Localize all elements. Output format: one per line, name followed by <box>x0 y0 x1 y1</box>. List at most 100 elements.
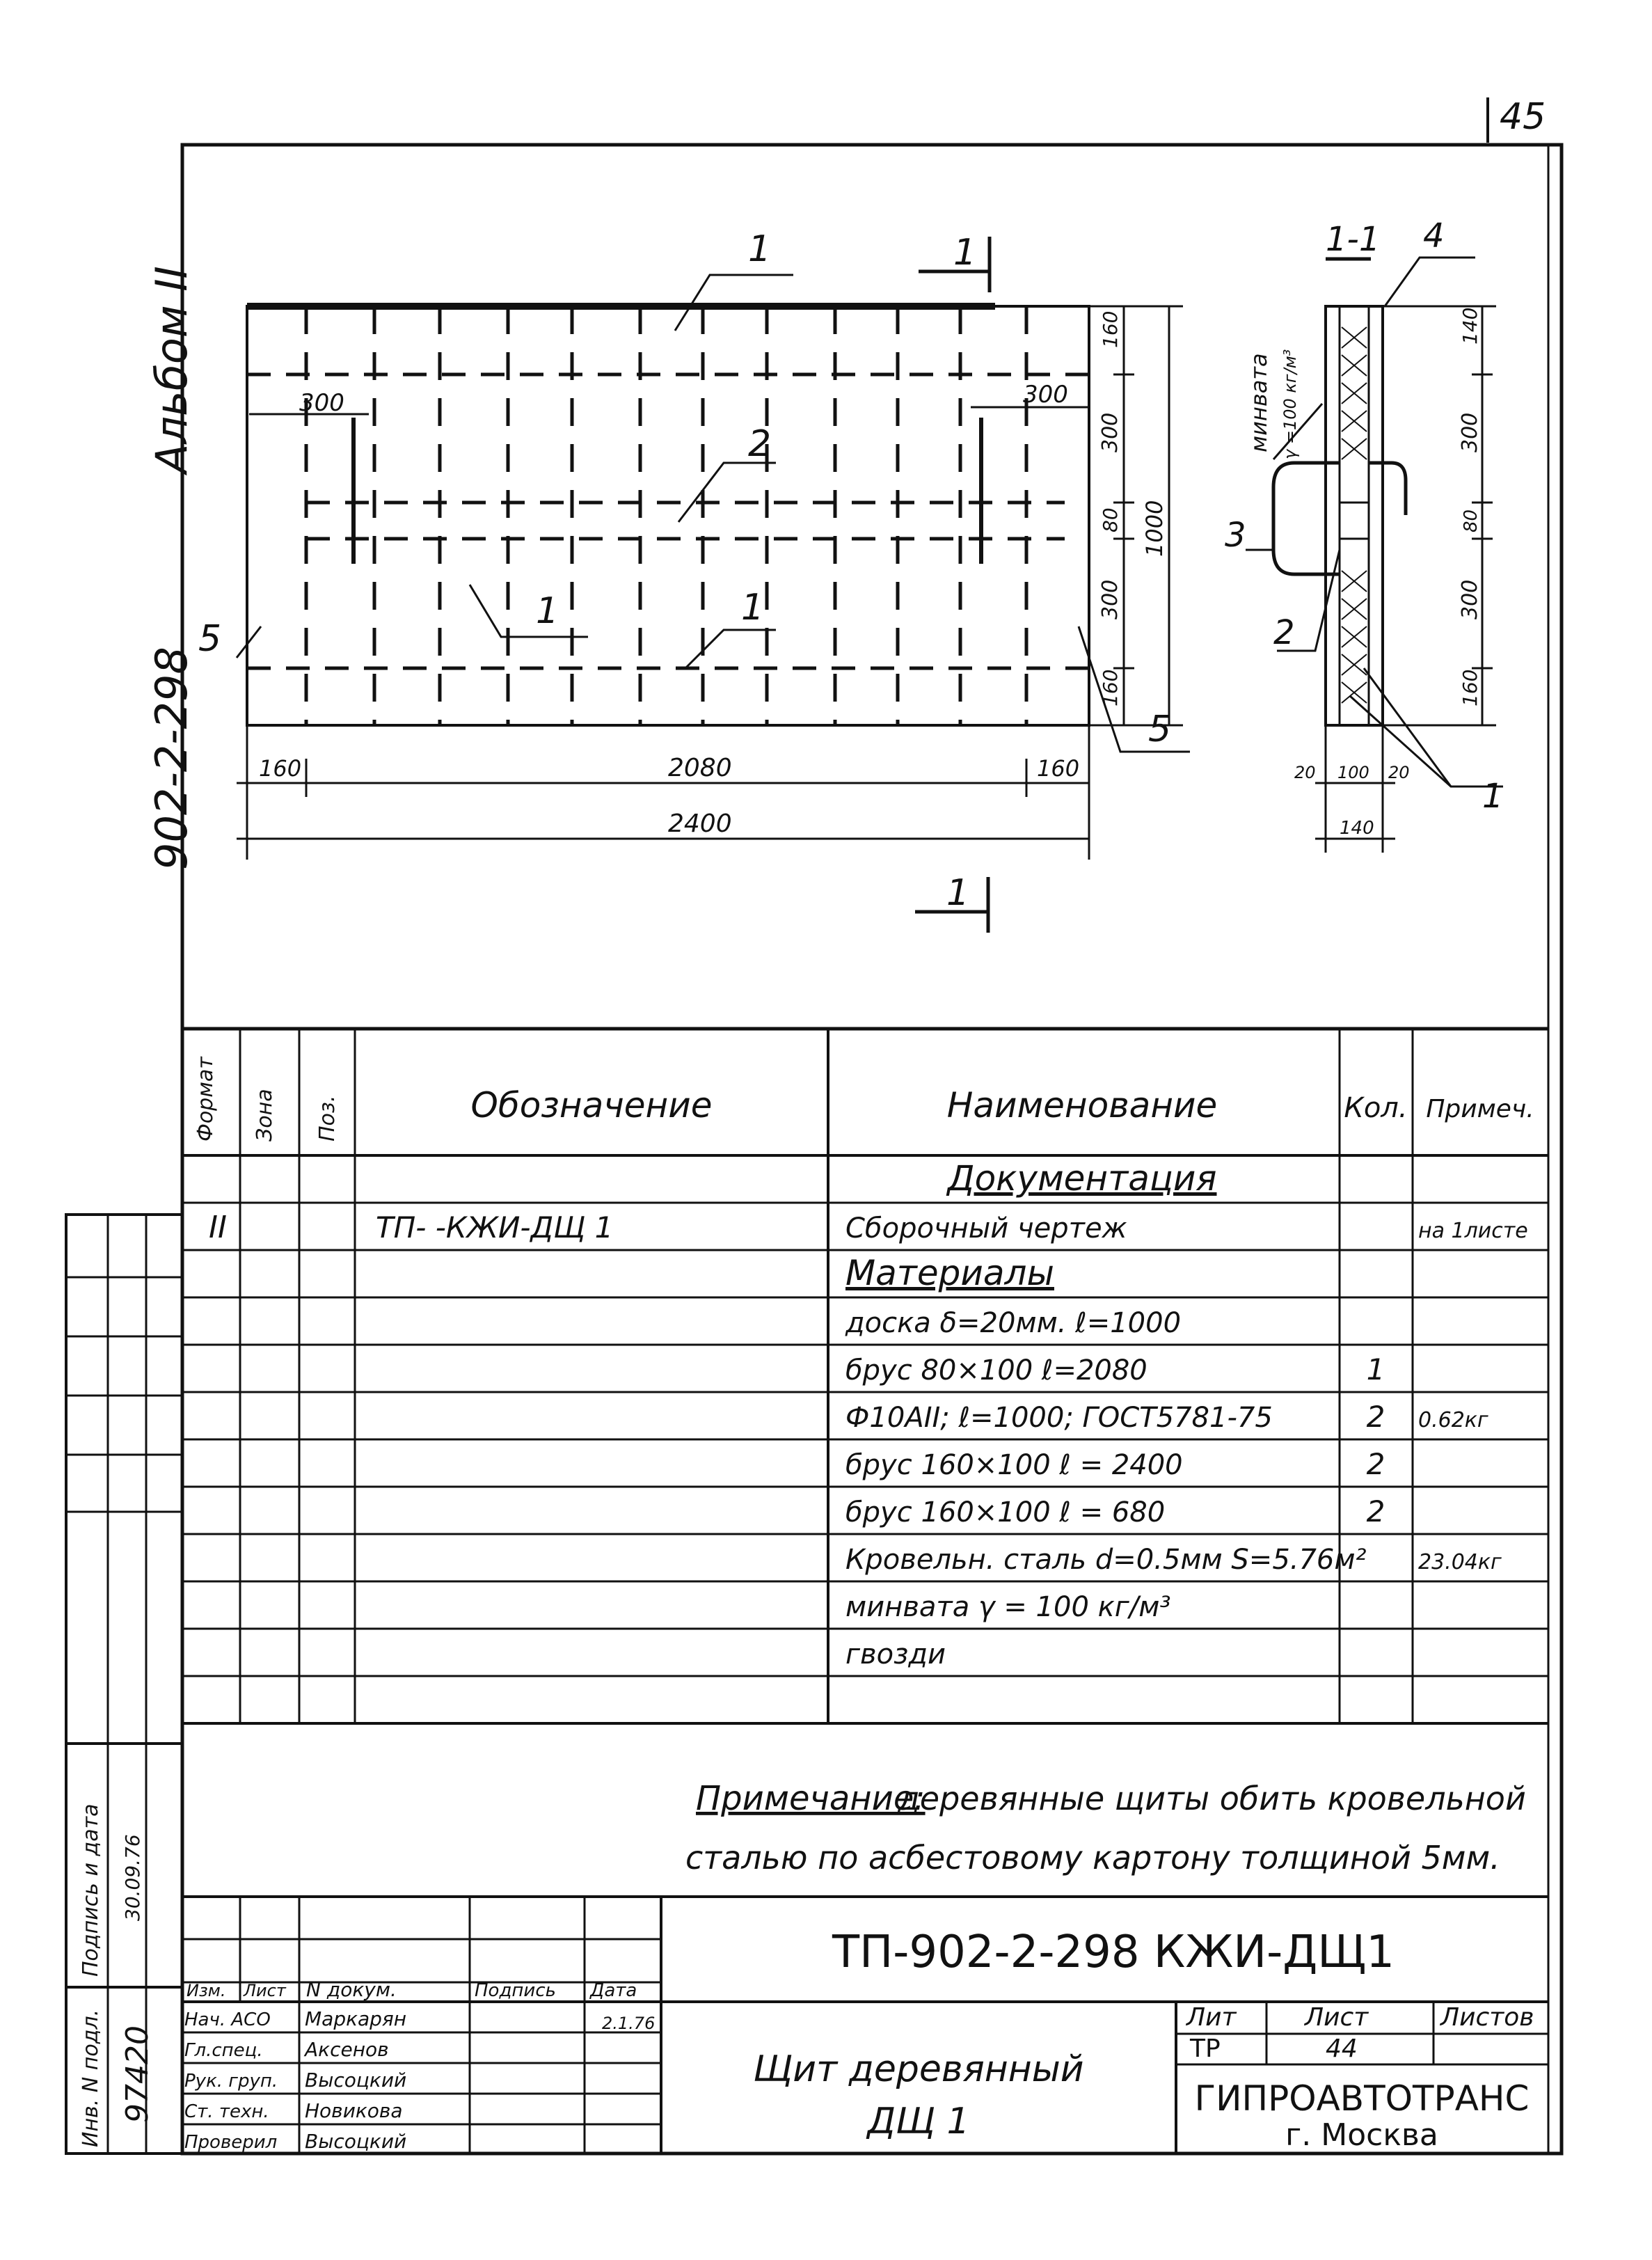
dim-300-upper: 300 <box>1098 413 1122 452</box>
dim-160-top: 160 <box>1099 311 1122 348</box>
sign-date: 2.1.76 <box>602 2014 655 2033</box>
sheets-label: Листов <box>1439 2003 1534 2032</box>
dim-160-left: 160 <box>259 755 301 782</box>
organization: ГИПРОАВТОТРАНС <box>1195 2078 1530 2119</box>
row-qty: 2 <box>1367 1400 1385 1434</box>
sign-date-value: 30.09.76 <box>121 1834 144 1921</box>
hdr-izm: Изм. <box>186 1981 225 2000</box>
role-title: Ст. техн. <box>184 2101 269 2122</box>
leader-label-5-right: 5 <box>1148 709 1171 750</box>
row-name: гвозди <box>845 1638 946 1670</box>
project-code-side: 902-2-298 <box>146 647 197 870</box>
city: г. Москва <box>1285 2117 1438 2153</box>
row-name: брус 160×100 ℓ = 680 <box>845 1496 1165 1528</box>
role-title: Рук. груп. <box>184 2071 278 2092</box>
row-name: минвата γ = 100 кг/м³ <box>845 1591 1170 1623</box>
role-title: Нач. АСО <box>184 2009 271 2030</box>
leader-label-3: 3 <box>1225 516 1246 555</box>
role-title: Проверил <box>184 2132 277 2153</box>
inv-value: 97420 <box>120 2025 155 2123</box>
hdr-sign: Подпись <box>475 1980 556 2001</box>
dim-160-right: 160 <box>1037 755 1079 782</box>
title-line-2: ДЩ 1 <box>866 2101 969 2142</box>
dim-80: 80 <box>1099 507 1122 532</box>
left-strip: Подпись и дата 30.09.76 Инв. N подл. 974… <box>79 1804 155 2148</box>
col-designation-header: Обозначение <box>471 1085 713 1125</box>
sec-dim-300-lower: 300 <box>1458 580 1482 619</box>
section-view <box>1246 256 1503 853</box>
dim-2400: 2400 <box>668 809 732 838</box>
row-note: на 1листе <box>1418 1219 1528 1243</box>
hdr-list: Лист <box>243 1981 287 2000</box>
sec-dim-80: 80 <box>1461 509 1482 532</box>
dim-1000: 1000 <box>1141 500 1168 557</box>
dim-160-bottom: 160 <box>1099 670 1122 706</box>
hdr-ndoc: N докум. <box>306 1978 397 2001</box>
page-number: 45 <box>1500 96 1546 138</box>
dim-300-left: 300 <box>299 389 344 417</box>
col-pos-header: Поз. <box>315 1096 340 1141</box>
lit-value: ТР <box>1189 2034 1221 2063</box>
col-name-header: Наименование <box>947 1085 1218 1125</box>
row-designation: ТП- -КЖИ-ДЩ 1 <box>376 1210 613 1244</box>
row-name: Документация <box>946 1158 1217 1199</box>
section-title: 1-1 <box>1326 220 1380 259</box>
leader-label-1-top: 1 <box>748 228 771 270</box>
row-qty: 2 <box>1367 1447 1385 1481</box>
title-line-1: Щит деревянный <box>753 2048 1083 2090</box>
role-name: Высоцкий <box>305 2130 406 2153</box>
row-qty: 2 <box>1367 1494 1385 1528</box>
sheet-label: Лист <box>1303 2003 1369 2032</box>
document-code: ТП-902-2-298 КЖИ-ДЩ1 <box>832 1927 1395 1978</box>
sec-dim-140-top: 140 <box>1459 308 1482 345</box>
sheet-frame <box>180 143 1564 2156</box>
row-name: Кровельн. сталь d=0.5мм S=5.76м² <box>845 1544 1367 1576</box>
row-name: Материалы <box>845 1253 1054 1293</box>
sign-date-label: Подпись и дата <box>79 1804 103 1977</box>
col-zone-header: Зона <box>253 1089 277 1141</box>
sec-dim-20-right: 20 <box>1388 763 1410 782</box>
sec-dim-160: 160 <box>1459 670 1482 706</box>
album-label: Альбом II <box>146 266 197 476</box>
note-block: Примечание: деревянные щиты обить кровел… <box>685 1779 1526 1876</box>
note-line-2: сталью по асбестовому картону толщиной 5… <box>685 1839 1500 1876</box>
col-note-header: Примеч. <box>1426 1095 1534 1123</box>
section-mark-bottom: 1 <box>946 872 969 914</box>
sheet-value: 44 <box>1326 2034 1358 2063</box>
plan-labels: 1 1 2 1 1 5 5 1 300 300 160 160 2080 240… <box>198 228 1171 914</box>
row-note: 23.04кг <box>1418 1550 1502 1574</box>
col-qty-header: Кол. <box>1344 1092 1407 1124</box>
row-name: Сборочный чертеж <box>845 1212 1127 1244</box>
leader-label-2: 2 <box>748 423 771 465</box>
row-name: брус 160×100 ℓ = 2400 <box>845 1449 1183 1481</box>
row-name: брус 80×100 ℓ=2080 <box>845 1354 1147 1386</box>
dim-300-lower: 300 <box>1098 580 1122 619</box>
section-labels: 1-1 4 3 2 1 минвата γ =100 кг/м³ 140 300… <box>1225 216 1504 839</box>
leader-label-4: 4 <box>1423 216 1445 255</box>
minvata-label: минвата <box>1246 353 1272 452</box>
row-format: II <box>209 1210 227 1245</box>
dim-2080: 2080 <box>668 754 732 782</box>
title-block-grid <box>182 1895 1548 2154</box>
role-name: Маркарян <box>305 2007 406 2030</box>
section-mark-top: 1 <box>953 232 976 274</box>
row-note: 0.62кг <box>1418 1408 1488 1432</box>
role-name: Высоцкий <box>305 2069 406 2092</box>
note-line-1: деревянные щиты обить кровельной <box>897 1780 1526 1817</box>
row-name: Ф10АII; ℓ=1000; ГОСТ5781-75 <box>845 1402 1273 1434</box>
lit-label: Лит <box>1185 2003 1237 2032</box>
title-block: ТП-902-2-298 КЖИ-ДЩ1 Изм. Лист N докум. … <box>184 1927 1534 2153</box>
leader-label-1-section: 1 <box>1482 777 1504 816</box>
left-strip-grid <box>65 1213 184 2155</box>
row-name: доска δ=20мм. ℓ=1000 <box>845 1307 1181 1339</box>
plan-view <box>235 237 1190 933</box>
inv-label: Инв. N подл. <box>79 2009 103 2147</box>
role-name: Аксенов <box>303 2038 389 2061</box>
gamma-label: γ =100 кг/м³ <box>1280 349 1300 459</box>
sec-dim-300-upper: 300 <box>1458 413 1482 452</box>
spec-table-grid <box>182 1027 1548 1725</box>
note-label: Примечание: <box>696 1779 926 1818</box>
